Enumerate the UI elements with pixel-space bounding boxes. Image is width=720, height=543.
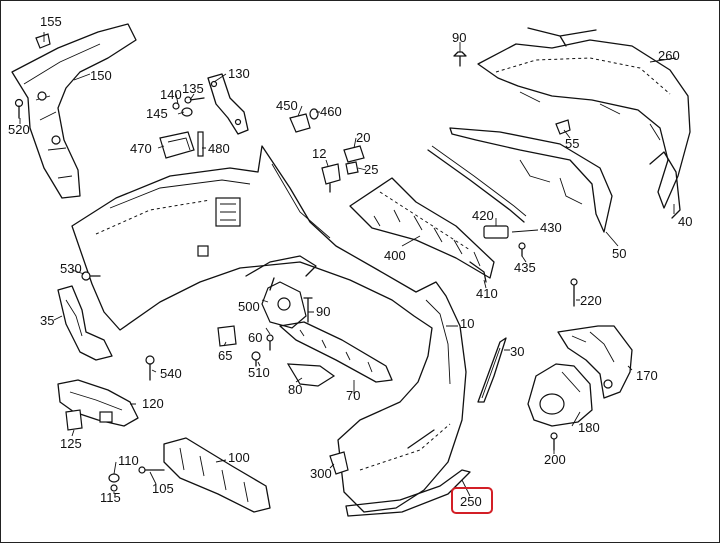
part-410-reflector	[469, 261, 487, 283]
label-400: 400	[384, 248, 406, 263]
label-12: 12	[312, 146, 326, 161]
part-120-bracket	[57, 379, 139, 427]
label-20: 20	[356, 130, 370, 145]
label-220: 220	[580, 293, 602, 308]
label-135: 135	[182, 81, 204, 96]
part-55-clip	[555, 119, 571, 135]
part-30-strip	[477, 337, 507, 403]
label-35: 35	[40, 313, 54, 328]
part-100-bracket	[163, 437, 271, 513]
part-20-bracket	[343, 145, 365, 163]
part-520-screw	[14, 98, 24, 119]
label-180: 180	[578, 420, 600, 435]
part-260-diffuser	[477, 27, 691, 209]
label-70: 70	[346, 388, 360, 403]
label-115: 115	[100, 490, 121, 505]
part-435-screw	[518, 242, 526, 257]
label-60: 60	[248, 330, 262, 345]
label-145: 145	[146, 106, 168, 121]
highlight-box-250	[451, 487, 493, 514]
label-460: 460	[320, 104, 342, 119]
part-300-clip	[329, 451, 349, 475]
part-125-clip	[65, 409, 83, 431]
label-100: 100	[228, 450, 250, 465]
label-25: 25	[364, 162, 378, 177]
label-110: 110	[118, 453, 139, 468]
label-80: 80	[288, 382, 302, 397]
label-90-top: 90	[452, 30, 466, 45]
label-480: 480	[208, 141, 230, 156]
part-25-clip	[345, 161, 359, 175]
part-140-145-fasteners	[172, 102, 193, 117]
label-120: 120	[142, 396, 164, 411]
part-labels: 155 150 520 140 135 145 130 470 480 450 …	[8, 14, 692, 509]
part-40-panel	[649, 151, 681, 219]
label-470: 470	[130, 141, 152, 156]
label-520: 520	[8, 122, 30, 137]
label-510: 510	[248, 365, 270, 380]
part-90-clip-top	[453, 51, 467, 67]
label-200: 200	[544, 452, 566, 467]
leader-lines	[19, 32, 677, 497]
part-460-nut	[309, 108, 319, 120]
part-150-side-bracket	[11, 23, 137, 199]
label-55: 55	[565, 136, 579, 151]
label-410: 410	[476, 286, 498, 301]
part-400-grille	[349, 177, 495, 279]
part-500-bracket	[261, 277, 307, 329]
part-200-screw	[550, 432, 558, 451]
part-250-trim-strip	[345, 469, 471, 517]
part-35-side-bracket	[57, 285, 113, 361]
label-540: 540	[160, 366, 182, 381]
part-480-pin	[197, 131, 204, 157]
label-530: 530	[60, 261, 82, 276]
part-65-clip	[217, 325, 237, 347]
label-150: 150	[90, 68, 112, 83]
part-170-bracket	[557, 325, 633, 399]
label-65: 65	[218, 348, 232, 363]
label-300: 300	[310, 466, 332, 481]
part-60-screw	[266, 334, 274, 351]
label-170: 170	[636, 368, 658, 383]
part-180-housing	[527, 363, 593, 427]
part-430-rod	[427, 145, 527, 223]
label-155: 155	[40, 14, 62, 29]
part-540-screw	[145, 355, 155, 381]
part-510-screw	[251, 351, 261, 367]
part-470-cover	[159, 131, 195, 159]
part-220-pin	[570, 278, 578, 307]
label-430: 430	[540, 220, 562, 235]
label-250: 250	[460, 494, 482, 509]
label-260: 260	[658, 48, 680, 63]
part-12-holder	[321, 163, 341, 193]
label-420: 420	[472, 208, 494, 223]
label-435: 435	[514, 260, 536, 275]
part-70-rail	[279, 321, 393, 383]
part-50-trim	[449, 127, 613, 233]
part-450-block	[289, 113, 311, 133]
label-105: 105	[152, 481, 174, 496]
part-105-screw	[138, 466, 165, 474]
label-40: 40	[678, 214, 692, 229]
label-140: 140	[160, 87, 182, 102]
label-90-mid: 90	[316, 304, 330, 319]
part-10-bumper-cover	[71, 145, 467, 513]
label-130: 130	[228, 66, 250, 81]
label-10: 10	[460, 316, 474, 331]
part-420-sensor	[483, 225, 509, 239]
label-50: 50	[612, 246, 626, 261]
label-500: 500	[238, 299, 260, 314]
part-90-clip-mid	[303, 297, 313, 323]
part-135-screw	[184, 96, 205, 104]
label-125: 125	[60, 436, 82, 451]
label-450: 450	[276, 98, 298, 113]
label-30: 30	[510, 344, 524, 359]
